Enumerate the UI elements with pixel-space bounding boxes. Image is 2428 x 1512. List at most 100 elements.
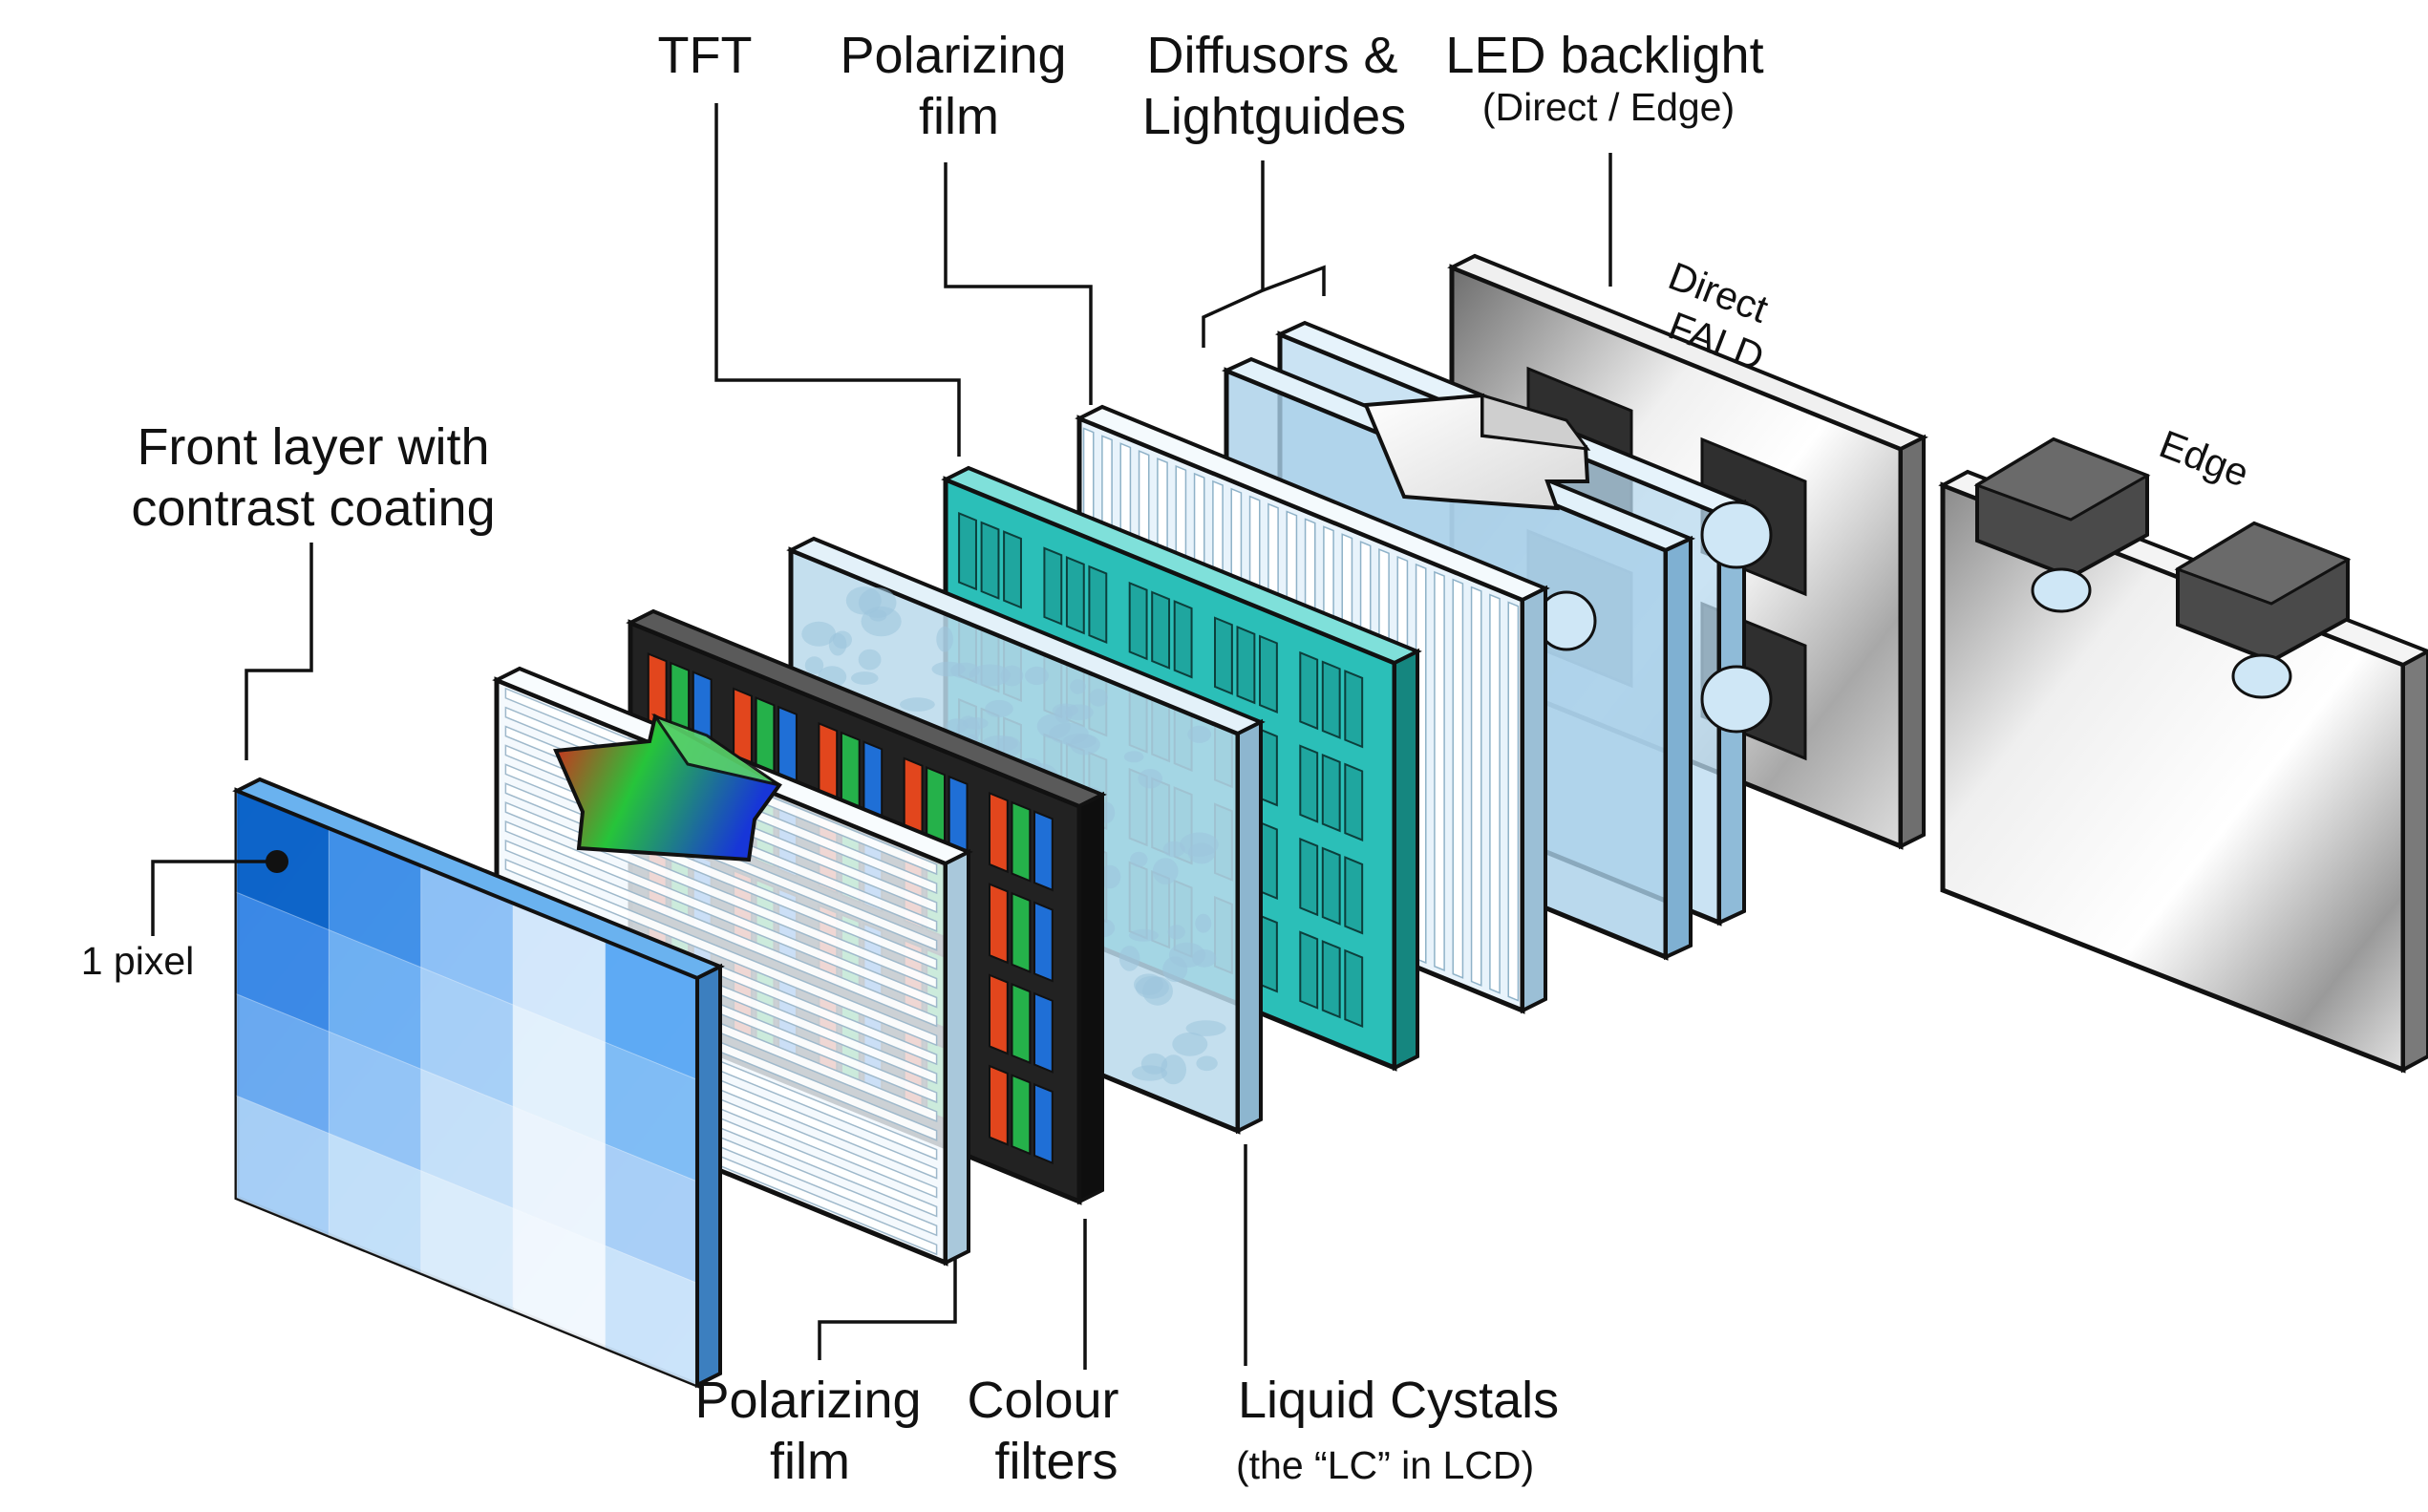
colour-subpixel [1033, 810, 1054, 892]
edge-led-2 [2174, 521, 2352, 699]
label-led-backlight: LED backlight [1445, 27, 1763, 84]
lc-speckle [900, 697, 935, 712]
tft-cell [1259, 634, 1278, 713]
polarizer-stripe [504, 820, 938, 1009]
lc-speckle [1098, 864, 1121, 889]
lc-speckle [1140, 1053, 1168, 1075]
lc-speckle [1195, 913, 1212, 933]
lc-speckle [1123, 751, 1144, 763]
lc-speckle [985, 699, 1013, 718]
lc-speckle [1089, 689, 1108, 707]
lc-speckle [1128, 928, 1159, 942]
colour-subpixel [1011, 800, 1032, 883]
rgb-light-arrow-icon [553, 713, 782, 862]
label-liquid-crystals: Liquid Cystals [1238, 1372, 1559, 1429]
colour-subpixel [1011, 891, 1032, 973]
lc-speckle [1025, 666, 1049, 686]
lc-speckle [1167, 925, 1185, 940]
tft-cell [1088, 564, 1108, 644]
colour-subpixel [1033, 991, 1054, 1074]
tft-cell [1065, 556, 1085, 635]
lc-speckle [1049, 722, 1089, 745]
colour-subpixel [989, 1064, 1009, 1146]
tft-cell [1128, 581, 1148, 661]
tft-cell [1214, 616, 1233, 695]
lc-speckle [1192, 948, 1217, 968]
label-front-layer-1: Front layer with [137, 418, 489, 476]
leader-tft [714, 103, 961, 457]
pixel-marker-dot [266, 850, 288, 873]
label-polarizing-film-back-2: film [919, 88, 999, 145]
lc-speckle [931, 661, 966, 677]
label-polarizing-film-front-1: Polarizing [694, 1372, 921, 1429]
tft-cell [1173, 600, 1193, 679]
leader-one-pixel [151, 860, 275, 936]
colour-subpixel [1011, 982, 1032, 1065]
label-one-pixel: 1 pixel [81, 939, 195, 983]
lc-speckle [1172, 1032, 1208, 1056]
leader-polarizing-film-back [944, 162, 1093, 405]
tft-cell [958, 511, 977, 591]
tft-cell [1003, 530, 1022, 609]
lc-speckle [1196, 1055, 1218, 1072]
edge-led-1 [1973, 437, 2151, 613]
lc-speckle [1162, 841, 1185, 858]
colour-subpixel [1033, 901, 1054, 983]
label-diffusors-1: Diffusors & [1146, 27, 1397, 84]
polarizer-stripe [1452, 578, 1464, 979]
polarizer-stripe [1470, 586, 1482, 987]
lc-speckle [1138, 769, 1162, 789]
tft-cell [1299, 930, 1319, 1010]
tft-cell [1321, 753, 1341, 833]
leader-polarizing-film-front [818, 1259, 957, 1360]
tft-cell [1299, 744, 1319, 823]
white-light-arrow-icon [1363, 393, 1591, 511]
lc-speckle [1118, 946, 1140, 971]
label-tft: TFT [658, 27, 753, 84]
tft-cell [1321, 660, 1341, 739]
label-led-backlight-sub: (Direct / Edge) [1482, 85, 1735, 129]
tft-cell [1236, 625, 1256, 705]
lc-speckle [1152, 858, 1179, 884]
lc-speckle [858, 649, 882, 671]
tft-cell [1321, 940, 1341, 1019]
tft-cell [1344, 948, 1364, 1028]
label-colour-filters-1: Colour [967, 1372, 1118, 1429]
label-colour-filters-2: filters [994, 1433, 1118, 1490]
tft-cell [1299, 650, 1319, 731]
colour-subpixel [989, 973, 1009, 1055]
tft-cell [980, 521, 1000, 600]
tft-cell [1151, 590, 1171, 670]
lc-speckle [1130, 851, 1148, 867]
lc-speckle [1162, 956, 1188, 983]
label-polarizing-film-front-2: film [770, 1433, 850, 1490]
tft-cell [1344, 856, 1364, 935]
lc-speckle [1187, 725, 1212, 743]
tft-cell [1344, 670, 1364, 749]
polarizer-stripe [504, 858, 938, 1047]
label-polarizing-film-back-1: Polarizing [840, 27, 1066, 84]
colour-subpixel [1011, 1074, 1032, 1156]
lc-speckle [804, 656, 824, 674]
lc-speckle [828, 632, 847, 656]
leader-diffusors [1202, 160, 1265, 348]
colour-subpixel [1033, 1082, 1054, 1164]
label-front-layer-2: contrast coating [131, 479, 495, 537]
label-liquid-crystals-sub: (the “LC” in LCD) [1236, 1443, 1534, 1487]
lc-speckle [1135, 975, 1169, 999]
tft-cell [1299, 837, 1319, 917]
polarizer-stripe [1489, 593, 1501, 994]
front-layer-contrast-coating [232, 777, 725, 1389]
leader-front-layer [245, 543, 313, 760]
lc-speckle [801, 621, 837, 647]
lc-speckle [936, 626, 953, 652]
lc-speckle [1180, 832, 1219, 857]
lc-speckle [845, 586, 882, 615]
leader-lines [151, 103, 1612, 1370]
edge-backlight-panel [1938, 437, 2428, 1074]
colour-subpixel [989, 791, 1009, 874]
lc-speckle [1070, 679, 1086, 694]
lc-speckle [1185, 1020, 1226, 1036]
label-diffusors-2: Lightguides [1142, 88, 1406, 145]
